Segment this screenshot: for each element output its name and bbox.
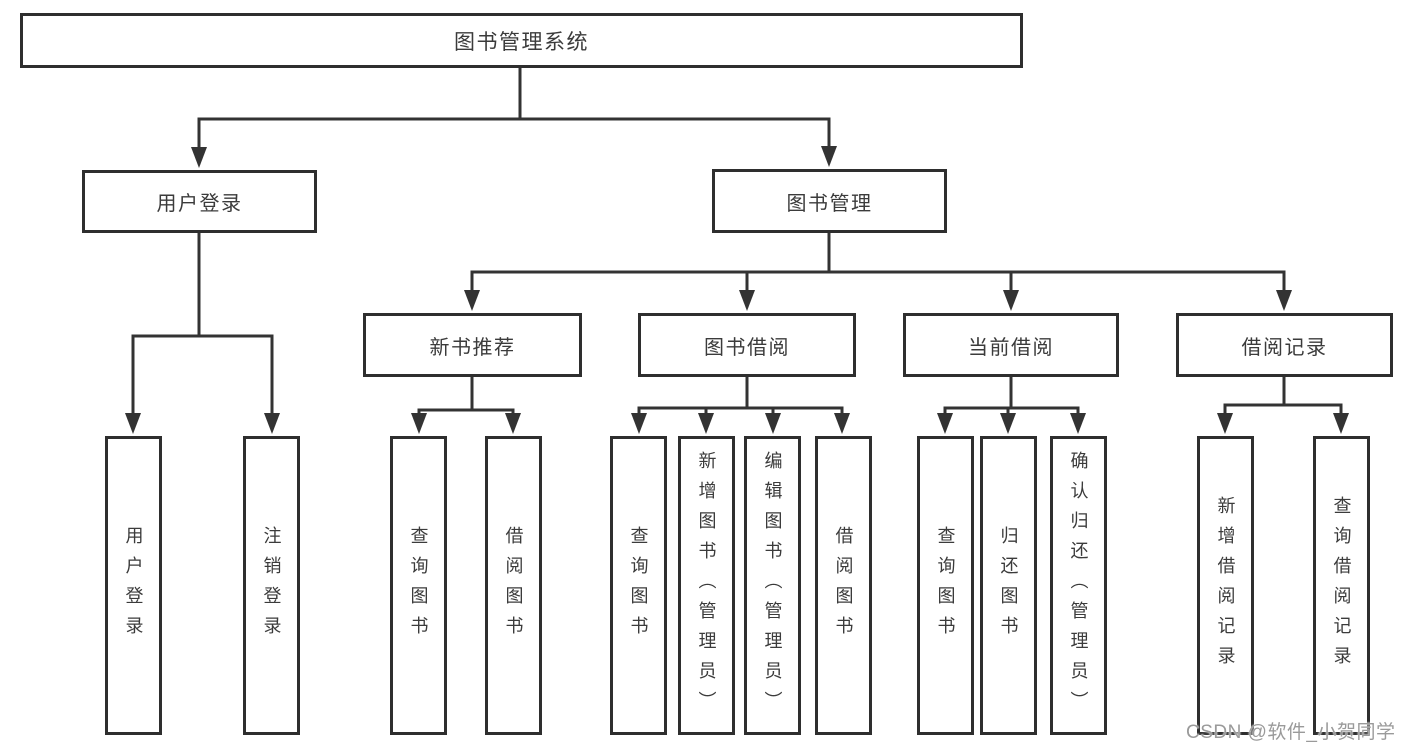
leaf-add-borrow-record: 新增借阅记录 — [1197, 436, 1254, 735]
node-book-management-label: 图书管理 — [786, 192, 873, 215]
node-borrow-records: 借阅记录 — [1176, 313, 1393, 377]
node-user-login-label: 用户登录 — [156, 193, 243, 215]
node-root-system-label: 图书管理系统 — [454, 30, 589, 54]
leaf-add-borrow-record-label: 新增借阅记录 — [1215, 495, 1236, 676]
leaf-borrow-books-2-label: 借阅图书 — [833, 525, 854, 646]
node-book-borrow: 图书借阅 — [638, 313, 856, 377]
leaf-query-books-2-label: 查询图书 — [628, 525, 649, 646]
leaf-confirm-return-admin: 确认归还（管理员） — [1050, 436, 1107, 735]
leaf-borrow-books-1: 借阅图书 — [485, 436, 542, 735]
node-current-borrow-label: 当前借阅 — [968, 336, 1054, 359]
leaf-borrow-books-1-label: 借阅图书 — [503, 525, 524, 646]
node-book-management: 图书管理 — [712, 169, 947, 233]
watermark: CSDN @软件_小贺同学 — [1186, 722, 1396, 743]
leaf-add-books-admin: 新增图书（管理员） — [678, 436, 735, 735]
leaf-logout: 注销登录 — [243, 436, 300, 735]
leaf-logout-label: 注销登录 — [261, 525, 282, 646]
leaf-return-books-label: 归还图书 — [998, 525, 1019, 646]
leaf-borrow-books-2: 借阅图书 — [815, 436, 872, 735]
node-root-system: 图书管理系统 — [20, 13, 1023, 68]
leaf-confirm-return-admin-label: 确认归还（管理员） — [1068, 450, 1089, 721]
node-current-borrow: 当前借阅 — [903, 313, 1119, 377]
leaf-query-borrow-record: 查询借阅记录 — [1313, 436, 1370, 735]
node-book-borrow-label: 图书借阅 — [704, 336, 790, 359]
leaf-user-login: 用户登录 — [105, 436, 162, 735]
leaf-query-books-1: 查询图书 — [390, 436, 447, 735]
node-borrow-records-label: 借阅记录 — [1241, 336, 1328, 359]
leaf-edit-books-admin: 编辑图书（管理员） — [744, 436, 801, 735]
node-new-book-recommend-label: 新书推荐 — [429, 336, 516, 359]
leaf-add-books-admin-label: 新增图书（管理员） — [696, 450, 717, 721]
leaf-query-books-3: 查询图书 — [917, 436, 974, 735]
leaf-query-books-3-label: 查询图书 — [935, 525, 956, 646]
leaf-user-login-label: 用户登录 — [123, 525, 144, 646]
leaf-edit-books-admin-label: 编辑图书（管理员） — [762, 450, 783, 721]
leaf-return-books: 归还图书 — [980, 436, 1037, 735]
leaf-query-books-1-label: 查询图书 — [408, 525, 429, 646]
leaf-query-borrow-record-label: 查询借阅记录 — [1331, 495, 1352, 676]
node-new-book-recommend: 新书推荐 — [363, 313, 582, 377]
leaf-query-books-2: 查询图书 — [610, 436, 667, 735]
node-user-login: 用户登录 — [82, 170, 317, 233]
